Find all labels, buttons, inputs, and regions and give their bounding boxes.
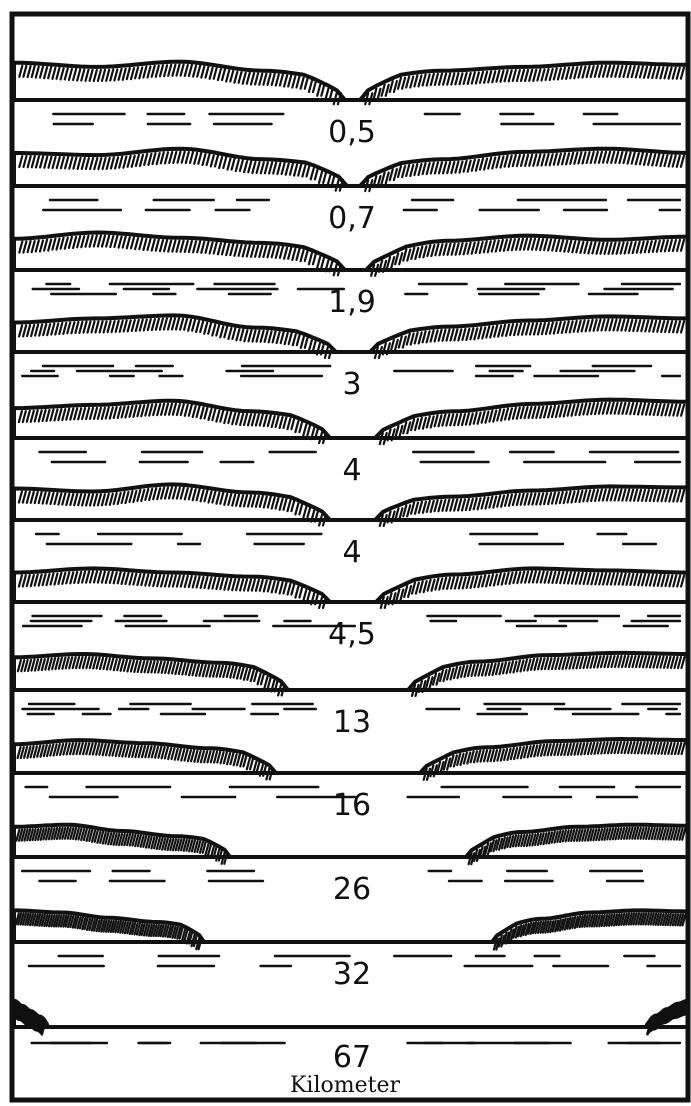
distance-label: 0,7 [328,201,376,236]
panel: 67 [32,1040,680,1075]
distance-label: 3 [342,367,361,402]
distance-label: 0,5 [328,115,376,150]
distance-label: 26 [333,872,371,907]
panel: 4,5 [12,616,688,696]
panel: 0,5 [12,114,688,191]
panel: 1,9 [12,284,688,358]
distance-label: 67 [333,1040,371,1075]
distance-label: 13 [333,705,371,740]
panel: 4 [12,534,688,608]
panel: 3 [12,366,688,444]
panel: 32 [12,956,688,1035]
distance-label: 16 [333,788,371,823]
panel: 16 [12,787,688,864]
distance-label: 32 [333,957,371,992]
distance-label: 4 [342,535,361,570]
distance-label: 1,9 [328,285,376,320]
panel: 0,7 [12,200,688,276]
panel: 26 [12,871,688,950]
distance-label: 4,5 [328,617,376,652]
panel [12,62,688,105]
panel: 4 [12,452,688,526]
panel: 13 [12,704,688,780]
unit-label: Kilometer [290,1073,400,1098]
distance-label: 4 [342,453,361,488]
